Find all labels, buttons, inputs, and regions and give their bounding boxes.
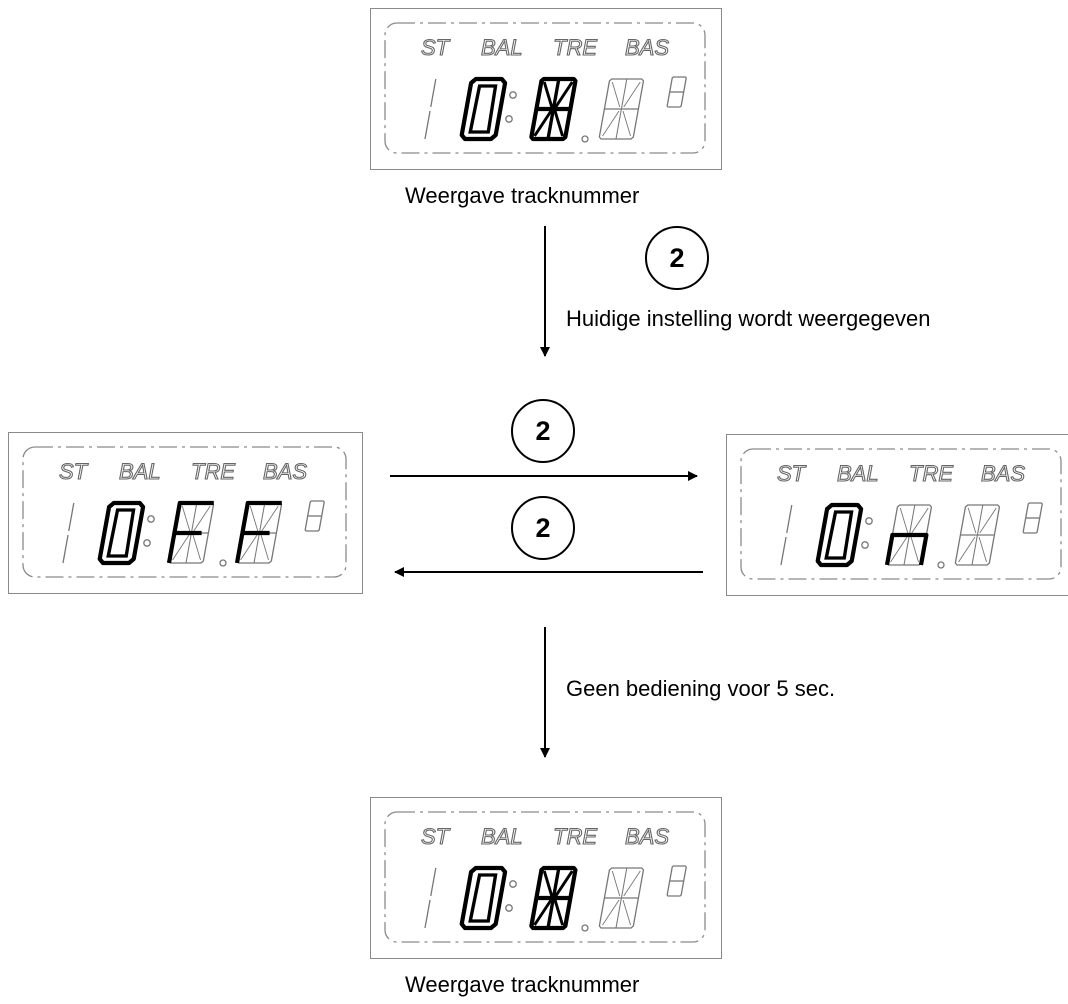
lcd-label-st: ST (421, 35, 451, 60)
lcd-label-tre: TRE (191, 459, 235, 484)
button-2-label: 2 (669, 242, 685, 273)
lcd-label-bal: BAL (481, 35, 523, 60)
lcd-label-bal: BAL (481, 824, 523, 849)
lcd-digits (424, 76, 687, 143)
button-2-circle-left: 2 (511, 496, 575, 560)
lcd-display-top: ST BAL TRE BAS (370, 8, 722, 170)
lcd-label-st: ST (421, 824, 451, 849)
lcd-svg: ST BAL TRE BAS (384, 22, 706, 154)
lcd-display-left: ST BAL TRE BAS (8, 432, 363, 594)
lcd-display-right: ST BAL TRE BAS (726, 434, 1068, 596)
lcd-svg: ST BAL TRE BAS (384, 811, 706, 943)
button-2-label: 2 (535, 512, 551, 543)
lcd-label-tre: TRE (553, 824, 597, 849)
lcd-digits (62, 500, 325, 567)
lcd-label-bas: BAS (981, 461, 1025, 486)
lcd-label-st: ST (777, 461, 807, 486)
lcd-label-bas: BAS (625, 824, 669, 849)
lcd-label-bal: BAL (119, 459, 161, 484)
lcd-display-bottom: ST BAL TRE BAS (370, 797, 722, 959)
caption-timeout: Geen bediening voor 5 sec. (566, 676, 836, 701)
lcd-label-bas: BAS (263, 459, 307, 484)
lcd-digits (424, 865, 687, 932)
lcd-digits (780, 502, 1043, 569)
lcd-label-bal: BAL (837, 461, 879, 486)
lcd-svg: ST BAL TRE BAS (22, 446, 347, 578)
lcd-label-bas: BAS (625, 35, 669, 60)
lcd-label-tre: TRE (553, 35, 597, 60)
button-2-circle-right: 2 (511, 399, 575, 463)
button-2-label: 2 (535, 415, 551, 446)
caption-current-setting: Huidige instelling wordt weergegeven (566, 306, 931, 331)
lcd-label-tre: TRE (909, 461, 953, 486)
button-2-circle: 2 (645, 226, 709, 290)
caption-top: Weergave tracknummer (405, 183, 640, 208)
caption-bottom: Weergave tracknummer (405, 972, 640, 997)
lcd-svg: ST BAL TRE BAS (740, 448, 1062, 580)
lcd-label-st: ST (59, 459, 89, 484)
